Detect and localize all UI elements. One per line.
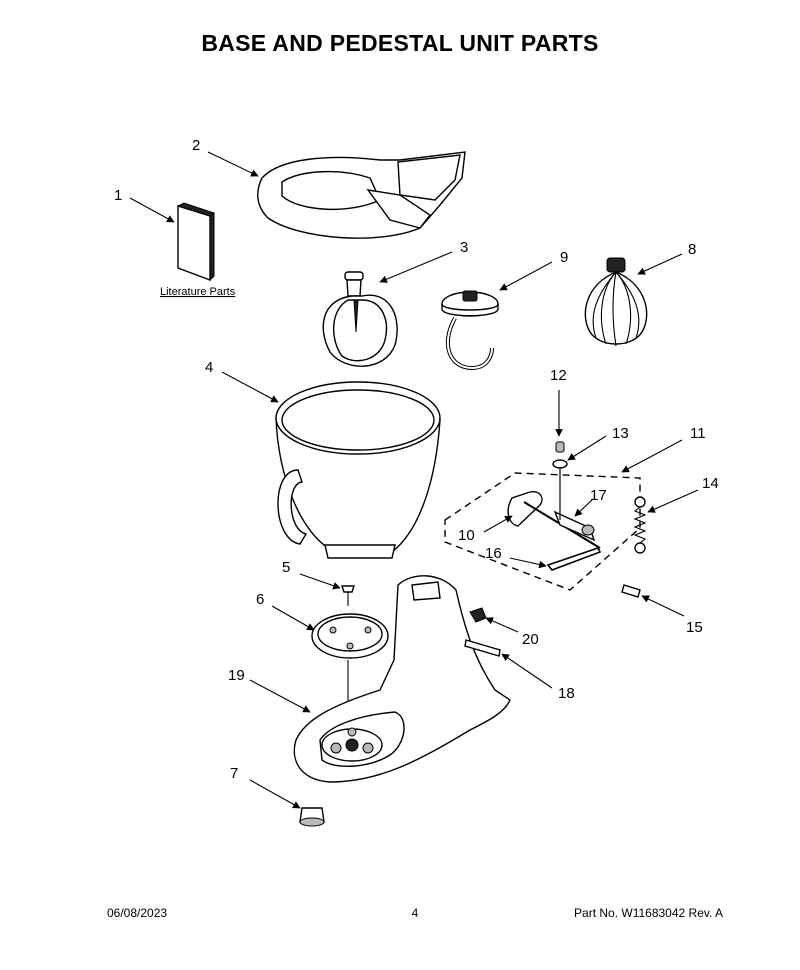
pedestal-base-part — [293, 575, 511, 783]
dough-hook-part — [441, 290, 499, 371]
callout-8: 8 — [688, 241, 696, 258]
leader-lines — [129, 151, 699, 809]
pouring-shield-part — [257, 151, 466, 239]
planetary-assembly-group — [444, 441, 641, 591]
wire-whip-part — [584, 257, 648, 347]
callout-7: 7 — [230, 765, 238, 782]
callout-labels: 1 2 3 4 5 6 7 8 9 10 11 12 13 14 15 16 1… — [114, 137, 719, 782]
callout-1: 1 — [114, 187, 122, 204]
callout-12: 12 — [550, 367, 567, 384]
callout-14: 14 — [702, 475, 719, 492]
flat-beater-part — [322, 271, 398, 367]
pin-part — [621, 584, 641, 598]
literature-booklet-part — [176, 202, 216, 282]
spring-part — [633, 496, 647, 554]
callout-20: 20 — [522, 631, 539, 648]
clamp-plate-part — [311, 613, 389, 730]
mixing-bowl-part — [275, 381, 441, 559]
callout-18: 18 — [558, 685, 575, 702]
callout-3: 3 — [460, 239, 468, 256]
literature-parts-label: Literature Parts — [160, 286, 236, 298]
foot-part — [299, 807, 325, 827]
footer-part-number: Part No. W11683042 Rev. A — [574, 906, 723, 920]
screw-part — [341, 585, 355, 606]
footer-date: 06/08/2023 — [107, 906, 168, 920]
callout-2: 2 — [192, 137, 200, 154]
callout-17: 17 — [590, 487, 607, 504]
callout-19: 19 — [228, 667, 245, 684]
footer-page-number: 4 — [411, 906, 419, 920]
callout-6: 6 — [256, 591, 264, 608]
page-title: BASE AND PEDESTAL UNIT PARTS — [201, 30, 599, 56]
clip-part — [469, 607, 487, 623]
callout-13: 13 — [612, 425, 629, 442]
hinge-pin-part — [464, 639, 501, 657]
callout-15: 15 — [686, 619, 703, 636]
callout-9: 9 — [560, 249, 568, 266]
callout-11: 11 — [690, 425, 706, 442]
callout-4: 4 — [205, 359, 213, 376]
callout-16: 16 — [485, 545, 502, 562]
callout-5: 5 — [282, 559, 290, 576]
callout-10: 10 — [458, 527, 475, 544]
